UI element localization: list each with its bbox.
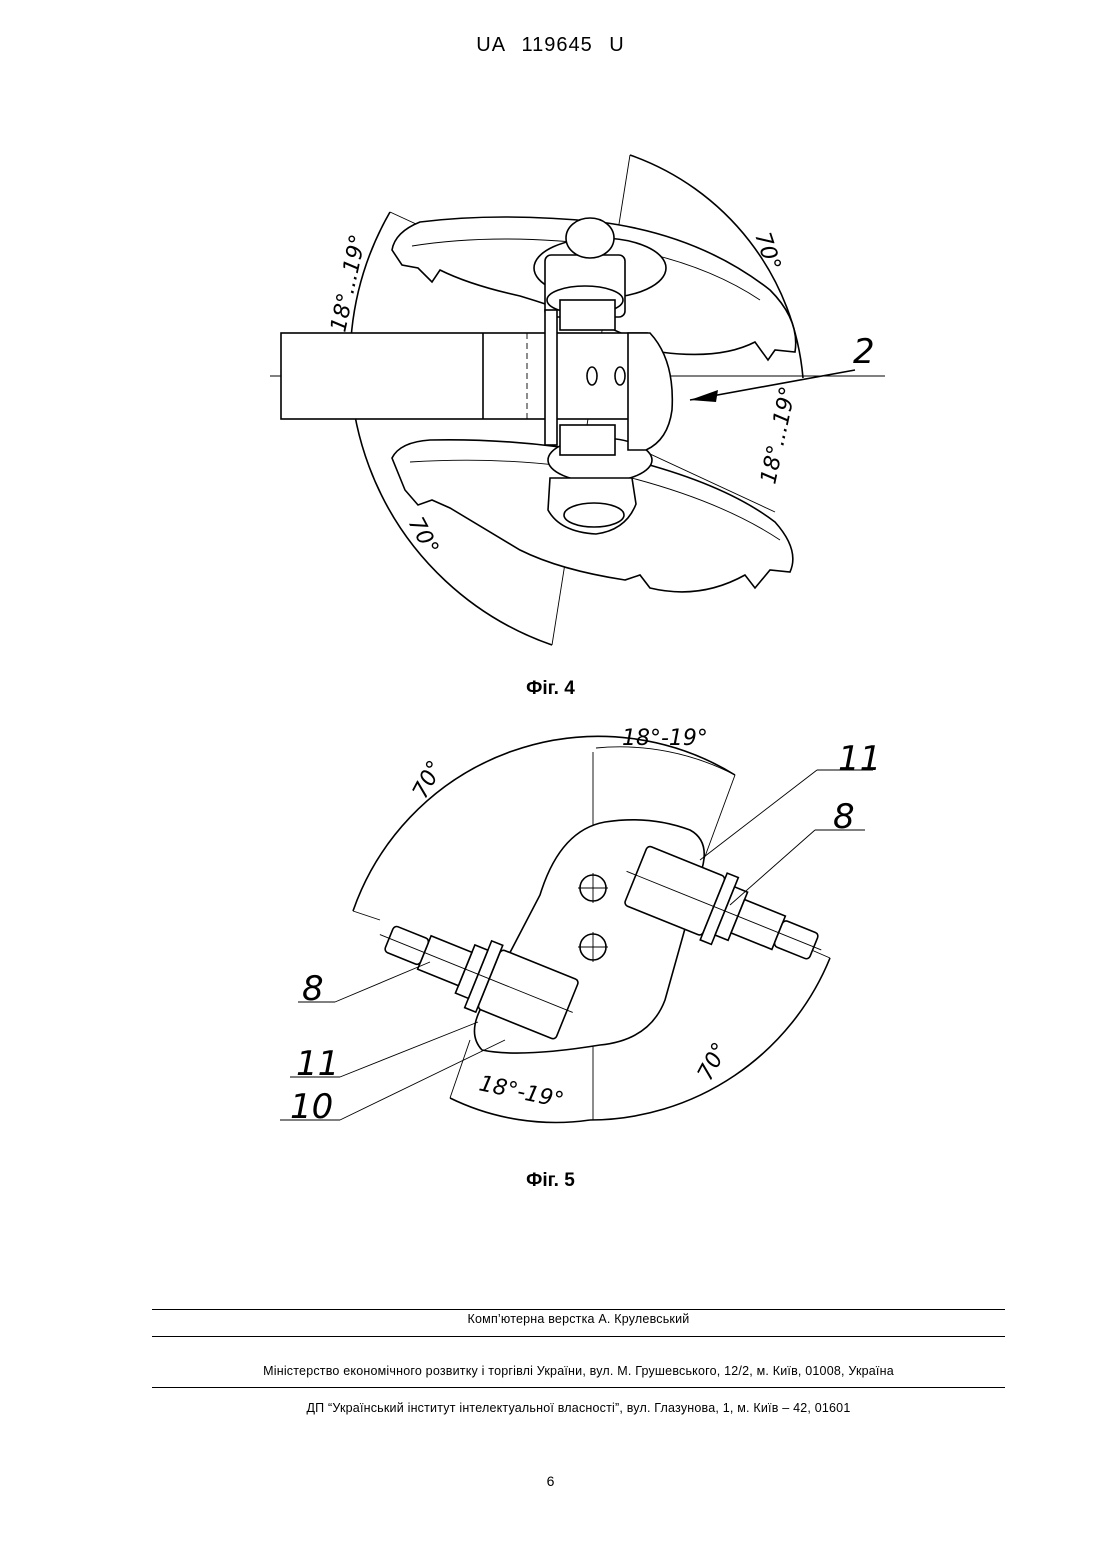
- figure-5-drawing: 18°-19° 70° 70° 18°-19° 11 8 8 11 10: [0, 720, 1101, 1150]
- fig4-angle-18-19-right: 18°...19°: [756, 384, 801, 486]
- figure-4-caption: Фіг. 4: [0, 678, 1101, 700]
- fig4-angle-70-bottom: 70°: [403, 513, 443, 559]
- fig5-ref-11-top: 11: [838, 739, 881, 779]
- fig5-ref-8-top: 8: [833, 797, 855, 837]
- fig5-angle-70-bottom-right: 70°: [693, 1039, 733, 1085]
- footer-rule-2: [152, 1336, 1005, 1337]
- fig5-ref-10: 10: [290, 1087, 333, 1127]
- page-number: 6: [0, 1473, 1101, 1489]
- figure-5-caption: Фіг. 5: [0, 1170, 1101, 1192]
- figure-4-drawing: 70° 18°...19° 18°...19° 70° 2: [0, 140, 1101, 660]
- fig5-ref-11-left: 11: [296, 1044, 339, 1084]
- typesetting-credit: Комп’ютерна верстка А. Крулевський: [152, 1312, 1005, 1326]
- institute-address: ДП “Український інститут інтелектуальної…: [152, 1401, 1005, 1415]
- ministry-address: Міністерство економічного розвитку і тор…: [152, 1364, 1005, 1378]
- fig5-ref-8-left: 8: [302, 969, 324, 1009]
- patent-number-header: UA 119645 U: [0, 34, 1101, 57]
- fig5-angle-18-19-top: 18°-19°: [622, 726, 708, 751]
- fig5-angle-18-19-bottom: 18°-19°: [477, 1071, 566, 1113]
- footer-rule-3: [152, 1387, 1005, 1388]
- fig4-ref-2: 2: [853, 332, 875, 372]
- fig5-angle-70-top-left: 70°: [408, 757, 448, 803]
- footer-rule-1: [152, 1309, 1005, 1310]
- fig4-angle-70-top: 70°: [749, 229, 785, 274]
- fig4-angle-18-19-left: 18°...19°: [326, 232, 371, 334]
